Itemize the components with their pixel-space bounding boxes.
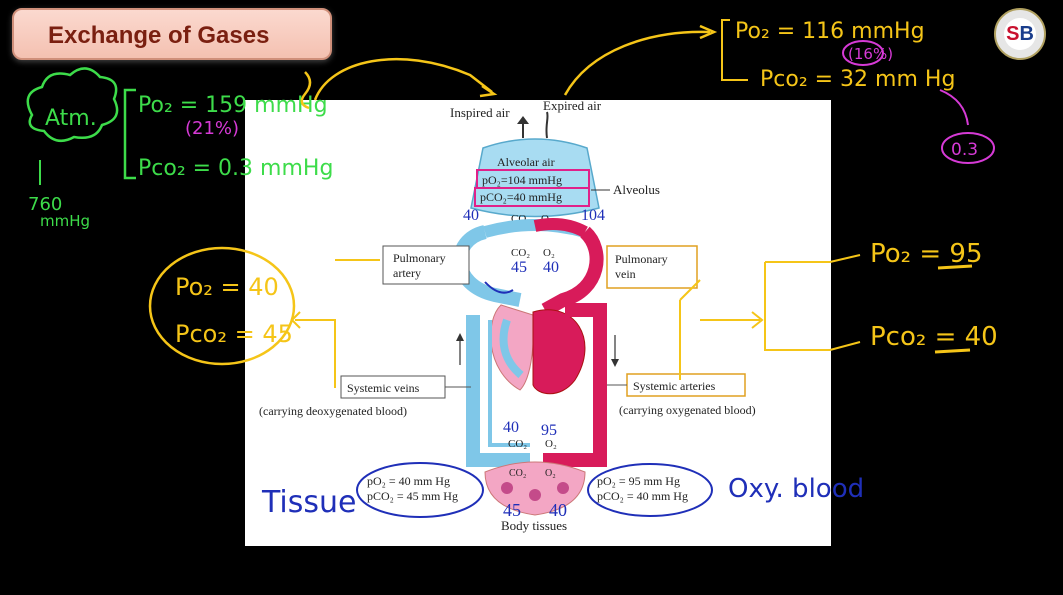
tissue-left-pco2: pCO₂ = 45 mm Hg (367, 489, 458, 503)
inspired-ink-arrow (313, 57, 493, 101)
exp-bracket (721, 19, 748, 81)
o2-bottom-label: O₂ (545, 438, 557, 450)
atm-cloud (26, 67, 119, 143)
pulmonary-artery-box (382, 245, 470, 285)
exp-po2: Po₂ = 116 mmHg (735, 19, 925, 44)
right-bracket-bottom-arrow (829, 341, 861, 351)
atm-label: Atm. (45, 106, 97, 131)
upflow-arrowhead (456, 333, 464, 341)
diagram-panel: Inspired air Expired air Alveolar air pO… (245, 98, 831, 546)
tissue-left-po2: pO₂ = 40 mm Hg (367, 474, 450, 488)
ink-bot-95: 95 (541, 422, 557, 439)
tissue-cell (529, 489, 541, 501)
atm-pressure-unit: mmHg (40, 212, 90, 230)
alveolus-sac (470, 138, 600, 218)
alveolar-air-label: Alveolar air (497, 155, 555, 169)
ink-bot-40: 40 (503, 419, 519, 436)
right-pco2-underline (934, 348, 971, 354)
exp-po2-percent-circle (842, 40, 884, 66)
pulmonary-artery-label-2: artery (393, 266, 421, 280)
tissue-right-pco2: pCO₂ = 40 mm Hg (597, 489, 688, 503)
right-tissue-ellipse (587, 463, 713, 517)
ink-mid-40: 40 (543, 259, 559, 276)
tissue-cell (501, 482, 513, 494)
systemic-vein-vessel (466, 315, 530, 467)
o2-mid-label: O₂ (543, 247, 555, 259)
ink-mid-45: 45 (511, 259, 527, 276)
expired-ink-arrowhead (699, 24, 718, 40)
pulmonary-vein-label-2: vein (615, 267, 636, 281)
ink-tissue-45: 45 (503, 500, 521, 520)
pulmonary-capillary-red (533, 218, 588, 238)
systemic-vein-inner (488, 320, 530, 447)
inspired-air-label: Inspired air (450, 105, 510, 120)
co2-mid-label: CO₂ (511, 247, 530, 259)
alveolus-label: Alveolus (613, 182, 660, 197)
right-pco2: Pco₂ = 40 (870, 322, 998, 352)
exp-pco2: Pco₂ = 32 mm Hg (760, 67, 955, 92)
page-title: Exchange of Gases (48, 22, 270, 49)
inspired-ink-arrowhead (479, 84, 498, 98)
tissue-cell (557, 482, 569, 494)
pco2-highlight-box (474, 187, 590, 207)
systemic-arteries-label: Systemic arteries (633, 379, 716, 393)
systemic-veins-label: Systemic veins (347, 381, 420, 395)
o2-tissue-label: O₂ (545, 468, 556, 479)
atm-bracket (123, 88, 136, 180)
gas-exchange-diagram: Inspired air Expired air Alveolar air pO… (259, 98, 756, 533)
left-tissue-ellipse (356, 462, 484, 518)
downflow-arrowhead (611, 359, 619, 367)
exp-pco2-pointer (939, 89, 969, 126)
atm-po2-percent: (21%) (185, 118, 239, 139)
body-tissues-label: Body tissues (501, 518, 567, 533)
tissue-capillary-bed (484, 461, 586, 516)
pulmonary-vein-label-1: Pulmonary (615, 252, 668, 266)
brand-logo: SB (994, 8, 1046, 60)
right-bracket-top-arrow (829, 254, 861, 263)
ink-tissue-40: 40 (549, 500, 567, 520)
blue-ink-annotations: 40 104 45 40 40 95 45 40 (463, 207, 605, 520)
ink-top-40: 40 (463, 207, 479, 224)
right-po2-underline (937, 264, 973, 270)
heart-left-side (532, 309, 586, 395)
systemic-veins-sublabel: (carrying deoxygenated blood) (259, 404, 407, 418)
pulmonary-vein-vessel (541, 226, 604, 317)
exp-po2-percent: (16%) (848, 45, 893, 63)
systemic-arteries-sublabel: (carrying oxygenated blood) (619, 403, 756, 417)
tissue-right-po2: pO₂ = 95 mm Hg (597, 474, 680, 488)
pulmonary-artery-label-1: Pulmonary (393, 251, 446, 265)
ink-top-104: 104 (581, 207, 605, 224)
atm-pressure-value: 760 (28, 194, 62, 215)
alveolar-po2: pO₂=104 mmHg (482, 173, 562, 187)
systemic-artery-vessel (543, 303, 607, 467)
heart-right-chamber (499, 318, 524, 379)
alveolar-pco2: pCO₂=40 mmHg (480, 190, 562, 204)
ink-connector (484, 281, 514, 294)
exp-pco2-value: 0.3 (951, 140, 978, 160)
expired-air-arrow (545, 111, 549, 139)
heart-right-side (490, 304, 534, 391)
title-banner: Exchange of Gases (12, 8, 332, 60)
inspired-arrowhead (517, 116, 529, 124)
exp-pco2-circle (941, 132, 995, 164)
right-po2: Po₂ = 95 (870, 239, 982, 269)
logo-monogram: SB (1004, 18, 1036, 50)
expired-ink-arrow (563, 30, 711, 96)
co2-bottom-label: CO₂ (508, 438, 527, 450)
co2-tissue-label: CO₂ (509, 468, 526, 479)
expired-air-label: Expired air (543, 100, 602, 113)
